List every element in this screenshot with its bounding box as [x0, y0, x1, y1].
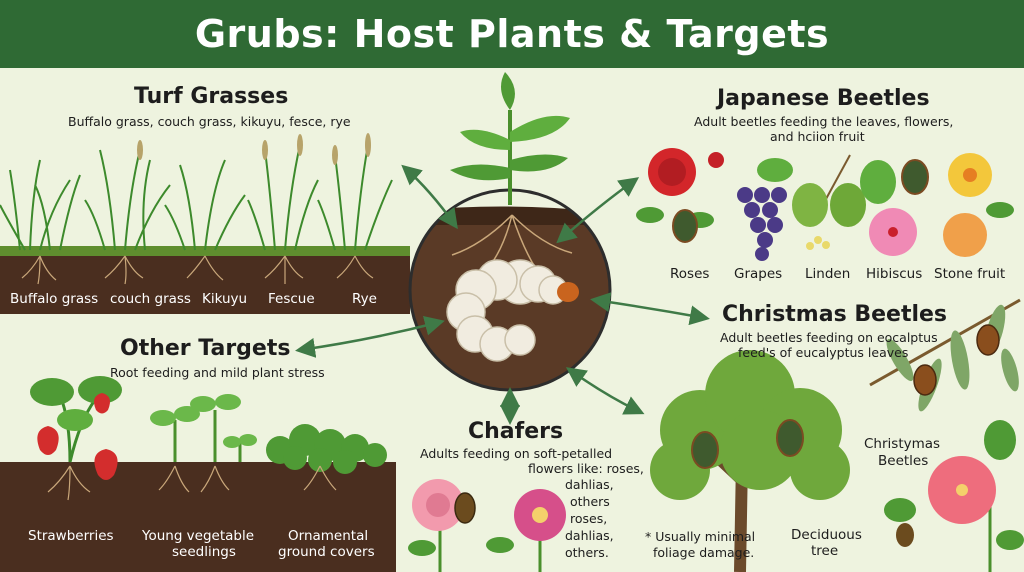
christmas-label-2: Beetles	[878, 453, 929, 469]
beetle-icon	[691, 431, 719, 469]
beetle-icon	[672, 209, 698, 243]
page-title: Grubs: Host Plants & Targets	[194, 12, 830, 56]
arrow-other	[295, 316, 445, 358]
label-linden: Linden	[805, 266, 851, 282]
title-banner: Grubs: Host Plants & Targets	[0, 0, 1024, 68]
tree-note-1: * Usually minimal	[645, 529, 756, 544]
rose-icon	[636, 148, 724, 228]
turf-heading: Turf Grasses	[134, 84, 289, 109]
christmas-beetle-icon	[913, 364, 937, 396]
hibiscus-icon	[860, 160, 917, 256]
label-hibiscus: Hibiscus	[866, 266, 923, 282]
strawberry-icon	[37, 426, 59, 455]
pink-hibiscus-illustration	[884, 420, 1024, 572]
turf-grasses-illustration	[0, 133, 410, 314]
label-stone-fruit: Stone fruit	[934, 266, 1006, 282]
chafers-description-2: flowers like: roses,	[528, 461, 644, 476]
japanese-heading: Japanese Beetles	[717, 86, 930, 111]
strawberry-plant	[30, 376, 122, 480]
grapes-icon	[737, 158, 793, 261]
connection-arrows	[295, 164, 710, 425]
beetle-icon	[901, 159, 929, 195]
label-ornamental-1: Ornamental	[288, 528, 369, 544]
chafers-description-6: dahlias,	[565, 528, 614, 543]
chafers-description-1: Adults feeding on soft-petalled	[420, 446, 613, 461]
other-description: Root feeding and mild plant stress	[110, 365, 325, 380]
chafers-description-5: roses,	[570, 511, 608, 526]
chafers-description-3: dahlias,	[565, 477, 614, 492]
tree-label-1: Deciduous	[791, 527, 862, 543]
christmas-beetle-branch	[869, 298, 1021, 412]
turf-label-kikuyu: Kikuyu	[202, 291, 248, 307]
arrow-christmas	[590, 292, 710, 326]
label-ornamental-2: ground covers	[278, 544, 375, 560]
chafer-flowers-illustration	[408, 479, 566, 572]
arrow-tree	[565, 367, 645, 415]
turf-label-fescue: Fescue	[268, 291, 315, 307]
central-grub-circle	[408, 188, 612, 392]
japanese-beetle-hosts	[636, 148, 1014, 261]
christmas-description-2: feed's of eucalyptus leaves	[738, 345, 909, 360]
arrow-turf	[401, 164, 458, 230]
turf-description: Buffalo grass, couch grass, kikuyu, fesc…	[68, 114, 351, 129]
other-soil	[0, 462, 396, 572]
label-roses: Roses	[670, 266, 710, 282]
turf-label-couch: couch grass	[110, 291, 191, 307]
stone-fruit-icon	[943, 153, 1014, 257]
linden-icon	[792, 154, 866, 250]
vegetable-seedlings	[150, 394, 257, 462]
christmas-heading: Christmas Beetles	[722, 302, 948, 327]
chafers-description-7: others.	[565, 545, 609, 560]
christmas-description-1: Adult beetles feeding on eocalptus	[720, 330, 938, 345]
seedling-icon	[450, 72, 570, 205]
other-heading: Other Targets	[120, 336, 291, 361]
other-targets-illustration	[0, 376, 396, 572]
grub-icon	[446, 259, 568, 362]
chafers-description-4: others	[570, 494, 610, 509]
christmas-label-1: Christymas	[864, 436, 941, 452]
beetle-icon	[776, 419, 804, 457]
tree-label-2: tree	[811, 543, 839, 559]
label-vegetable-2: seedlings	[172, 544, 236, 560]
chafer-beetle-icon	[454, 492, 476, 524]
christmas-beetle-icon	[976, 324, 1000, 356]
label-grapes: Grapes	[734, 266, 783, 282]
japanese-description-1: Adult beetles feeding the leaves, flower…	[694, 114, 954, 129]
deciduous-tree-illustration	[650, 350, 850, 572]
grub-head-icon	[557, 282, 579, 302]
label-strawberries: Strawberries	[28, 528, 114, 544]
ground-cover	[266, 424, 387, 474]
japanese-description-2: and hciion fruit	[770, 129, 865, 144]
label-vegetable-1: Young vegetable	[142, 528, 255, 544]
chafers-heading: Chafers	[468, 419, 564, 444]
turf-label-buffalo: Buffalo grass	[10, 291, 99, 307]
turf-label-rye: Rye	[352, 291, 377, 307]
arrow-japanese	[556, 177, 640, 244]
strawberry-icon	[94, 449, 118, 480]
tree-note-2: foliage damage.	[653, 545, 755, 560]
turf-soil	[0, 252, 410, 314]
